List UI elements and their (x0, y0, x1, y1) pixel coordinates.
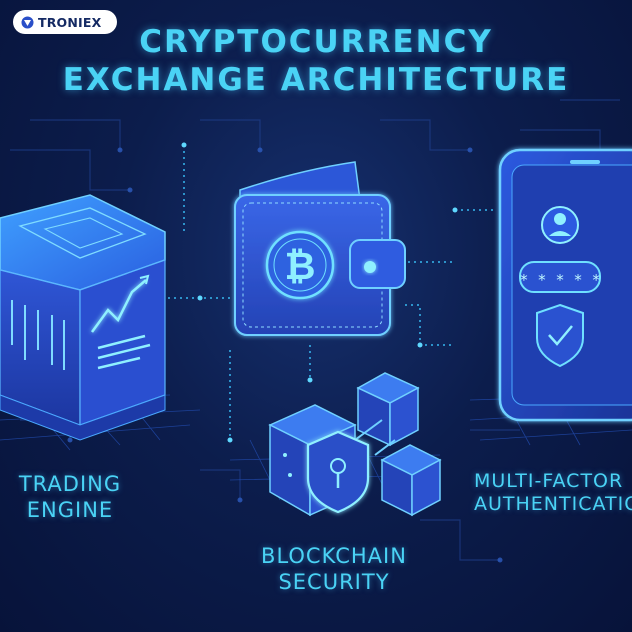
wallet-illustration: ₿ (234, 161, 406, 336)
block-cube (380, 444, 442, 517)
blockchain-security-label-line-2: SECURITY (278, 569, 390, 594)
mfa-label-line-1: MULTI-FACTOR (474, 470, 624, 492)
mfa-label: MULTI-FACTOR AUTHENTICATION (474, 470, 632, 516)
blockchain-illustration (268, 372, 442, 517)
title-line-2: EXCHANGE ARCHITECTURE (62, 62, 570, 98)
mfa-label-line-2: AUTHENTICATION (474, 493, 632, 516)
phone-illustration: * * * * * (498, 148, 632, 422)
trading-engine-label-line-2: ENGINE (26, 497, 114, 522)
block-cube (356, 372, 420, 447)
trading-engine-label: TRADING ENGINE (0, 472, 140, 523)
blockchain-security-label-line-1: BLOCKCHAIN (261, 544, 407, 568)
trading-engine-cube (0, 194, 166, 441)
password-field: * * * * * (519, 271, 600, 289)
shield-check-icon (536, 303, 584, 368)
bitcoin-icon: ₿ (285, 244, 316, 288)
blockchain-security-label: BLOCKCHAIN SECURITY (234, 544, 434, 595)
trading-engine-label-line-1: TRADING (18, 472, 122, 496)
brand-shield-icon (21, 16, 34, 28)
title-line-1: CRYPTOCURRENCY (139, 24, 493, 60)
brand-logo[interactable]: TRONIEX (13, 10, 117, 34)
brand-name: TRONIEX (38, 14, 102, 30)
